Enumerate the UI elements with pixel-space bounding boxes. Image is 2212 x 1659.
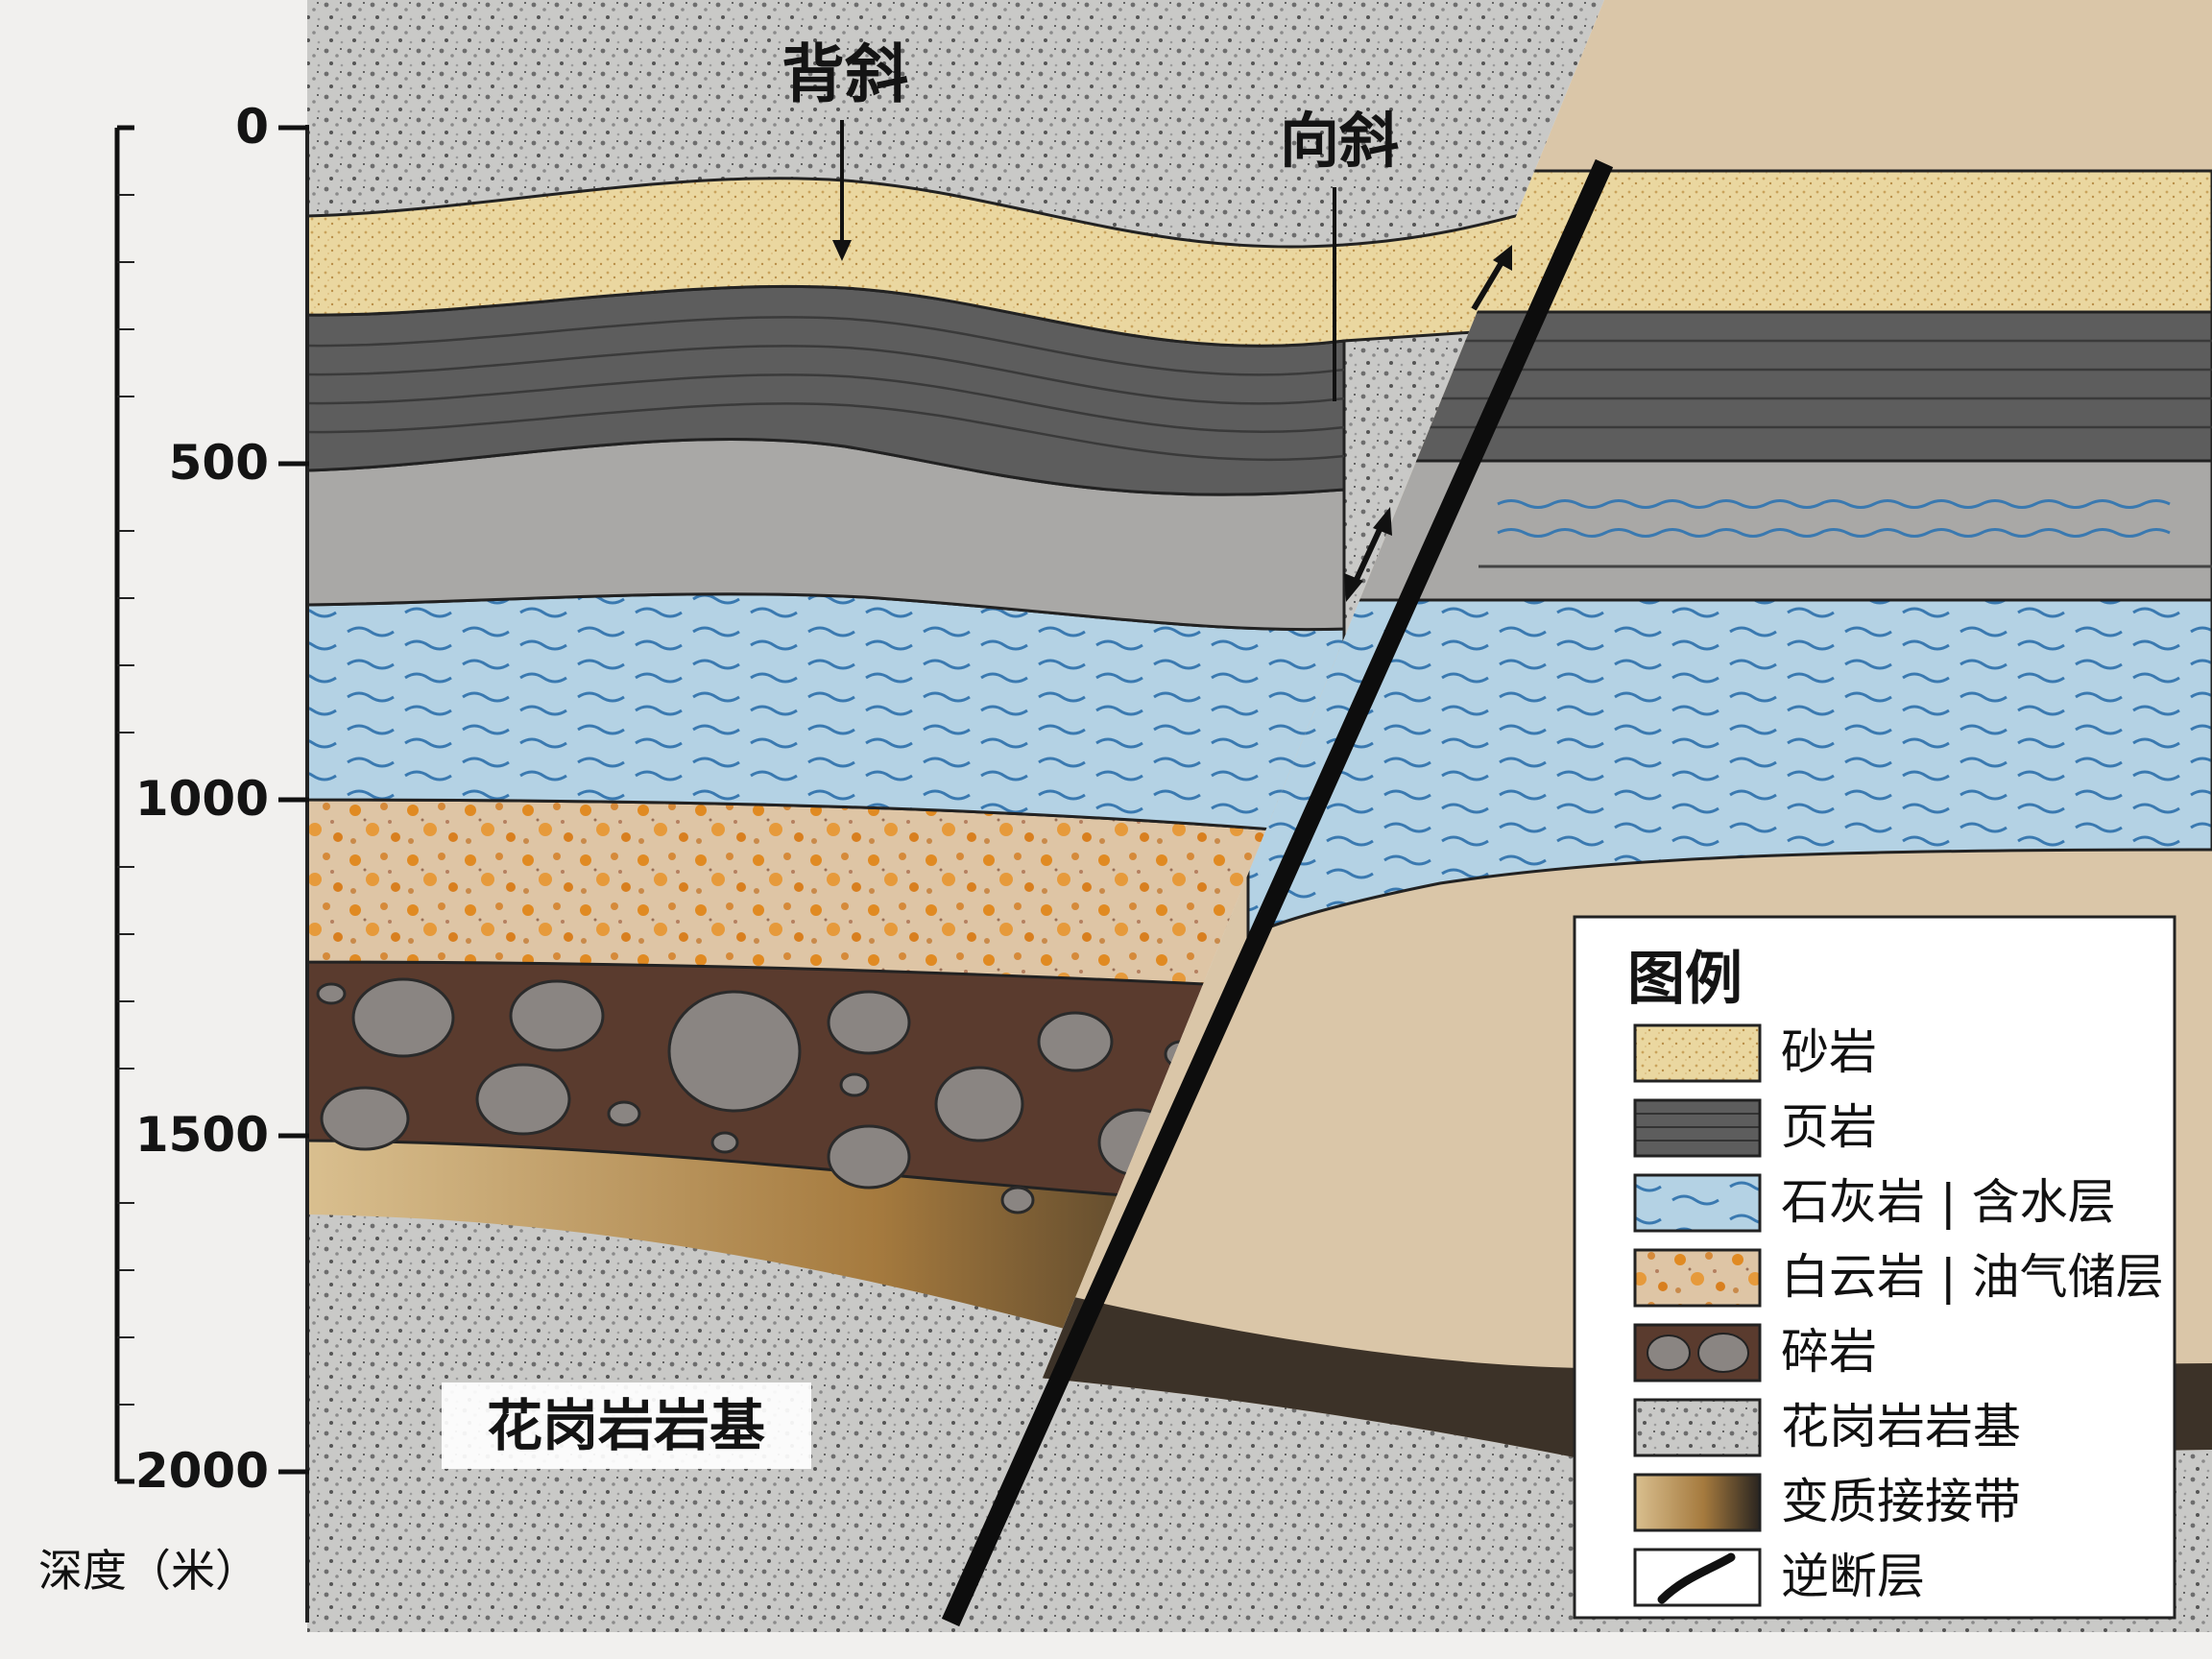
limestone-layer-right <box>1246 598 2212 939</box>
fault-slip-arrow-up <box>1471 245 1512 311</box>
syncline-label: 向斜 <box>1280 106 1399 176</box>
metamorphic-zone <box>307 1135 1344 1402</box>
depth-tick-label: 0 <box>235 99 269 155</box>
breccia-clasts <box>316 977 1198 1214</box>
legend-title: 图例 <box>1627 946 1743 1013</box>
legend-label-sandstone: 砂岩 <box>1781 1024 1877 1080</box>
anticline-annotation: 背斜 <box>781 37 908 261</box>
syncline-annotation: 向斜 <box>1280 106 1399 401</box>
legend-label-granite: 花岗岩岩基 <box>1781 1399 2021 1455</box>
limestone-layer <box>307 592 1346 837</box>
fault-slip-arrow-double <box>1344 507 1392 602</box>
legend-label-breccia: 碎岩 <box>1781 1324 1877 1380</box>
reverse-fault-line <box>941 158 1614 1627</box>
legend-label-metamorphic: 变质接接带 <box>1781 1474 2021 1529</box>
gray-right-wavy <box>1497 499 2171 538</box>
basement-label: 花岗岩岩基 <box>487 1393 765 1458</box>
anticline-label: 背斜 <box>781 37 908 111</box>
dolomite-layer <box>307 798 1346 993</box>
depth-tick-label: 1500 <box>135 1107 269 1163</box>
depth-tick-label: 500 <box>169 435 269 491</box>
depth-axis-title: 深度（米） <box>38 1545 259 1597</box>
depth-tick-label: 1000 <box>135 771 269 827</box>
legend-label-fault: 逆断层 <box>1781 1549 1925 1604</box>
depth-axis: 0 500 1000 1500 2000 <box>114 99 309 1499</box>
legend-label-shale: 页岩 <box>1781 1099 1877 1155</box>
legend-label-limestone: 石灰岩 | 含水层 <box>1781 1174 2116 1230</box>
basement-label-box: 花岗岩岩基 <box>442 1382 811 1469</box>
legend-label-dolomite: 白云岩 | 油气储层 <box>1781 1249 2164 1305</box>
shale-laminations <box>307 316 1345 462</box>
depth-tick-label: 2000 <box>135 1443 269 1499</box>
